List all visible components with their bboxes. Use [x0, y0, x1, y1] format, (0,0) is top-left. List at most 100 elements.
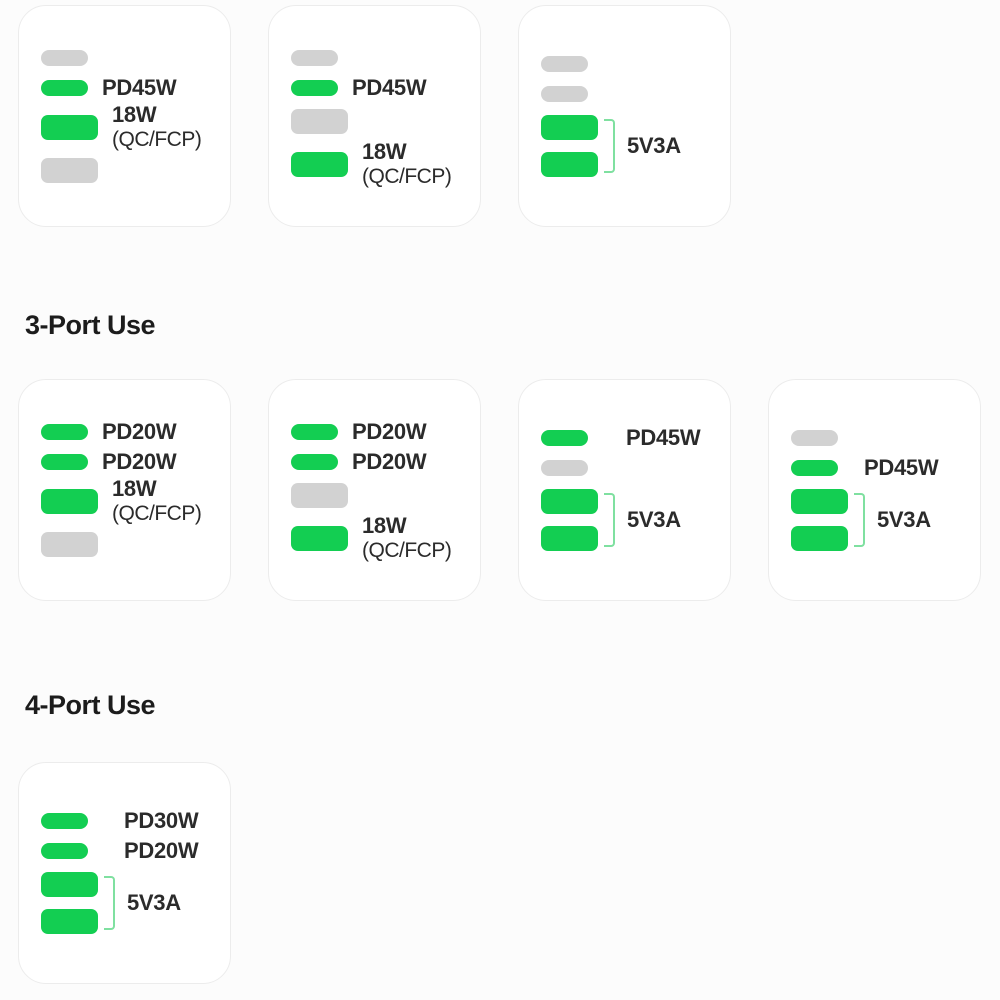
usb-a-port-icon [791, 489, 848, 514]
usb-c-port-icon [41, 80, 88, 97]
usb-a-port-icon [41, 157, 98, 183]
port-stack: PD45W 18W(QC/FCP) [41, 6, 232, 226]
usb-a-port-icon [791, 526, 848, 551]
port-label: PD45W [352, 75, 427, 101]
usb-a-port-icon [541, 115, 598, 140]
port-stack: PD20W PD20W 18W(QC/FCP) [291, 380, 482, 600]
port-label: 18W(QC/FCP) [112, 476, 202, 526]
port-group-slots [541, 483, 598, 557]
port-label: PD20W [352, 449, 427, 475]
port-stack: PD45W 5V3A [541, 380, 732, 600]
usb-c-port-icon [41, 813, 88, 829]
port-stack: PD20W PD20W 18W(QC/FCP) [41, 380, 232, 600]
port-group: 5V3A [541, 109, 732, 183]
usb-a-port-icon [41, 909, 98, 934]
port-sublabel: (QC/FCP) [112, 128, 202, 152]
port-group: 5V3A [541, 483, 732, 557]
group-bracket-icon [854, 493, 865, 547]
charger-card-3port-c: PD45W 5V3A [518, 379, 731, 601]
port-row: 18W(QC/FCP) [41, 103, 232, 151]
usb-c-port-icon [541, 86, 588, 102]
port-row: PD45W [541, 423, 732, 453]
port-group-label: 5V3A [627, 506, 681, 532]
port-row: PD30W [41, 806, 232, 836]
usb-a-port-icon [541, 489, 598, 514]
port-row [41, 152, 232, 189]
usb-c-port-icon [41, 454, 88, 471]
usb-a-port-icon [291, 483, 348, 509]
charger-card-3port-d: PD45W 5V3A [768, 379, 981, 601]
port-row: PD20W [291, 417, 482, 447]
port-label-main: 18W [362, 139, 407, 165]
port-label: PD30W [124, 807, 199, 833]
port-row [291, 477, 482, 514]
port-row [291, 43, 482, 73]
usb-c-port-icon [541, 460, 588, 476]
charger-card-3port-b: PD20W PD20W 18W(QC/FCP) [268, 379, 481, 601]
usb-a-port-icon [291, 151, 348, 177]
port-sublabel: (QC/FCP) [362, 165, 452, 189]
port-group-label: 5V3A [127, 889, 181, 915]
usb-c-port-icon [791, 430, 838, 446]
port-row: PD20W [41, 417, 232, 447]
port-stack: 5V3A [541, 6, 732, 226]
port-row [541, 49, 732, 79]
charger-card-2port-b: PD45W 18W(QC/FCP) [268, 5, 481, 227]
usb-a-port-icon [41, 872, 98, 897]
port-label: PD45W [626, 424, 701, 450]
usb-c-port-icon [41, 424, 88, 441]
port-stack: PD45W 5V3A [791, 380, 982, 600]
port-label: PD20W [102, 419, 177, 445]
port-group-slots [791, 483, 848, 557]
usb-c-port-icon [541, 430, 588, 446]
port-label: PD20W [102, 449, 177, 475]
usb-c-port-icon [41, 50, 88, 67]
port-stack: PD30W PD20W 5V3A [41, 763, 232, 983]
usb-c-port-icon [291, 424, 338, 441]
port-group-label: 5V3A [877, 506, 931, 532]
usb-a-port-icon [291, 525, 348, 551]
port-label-main: 18W [112, 476, 157, 502]
usb-a-port-icon [41, 488, 98, 514]
usb-c-port-icon [541, 56, 588, 72]
port-group-label: 5V3A [627, 132, 681, 158]
port-label: 18W(QC/FCP) [112, 102, 202, 152]
charger-card-3port-a: PD20W PD20W 18W(QC/FCP) [18, 379, 231, 601]
section-heading-4-port: 4-Port Use [25, 690, 156, 720]
usb-c-port-icon [41, 843, 88, 859]
port-label: PD45W [102, 75, 177, 101]
port-sublabel: (QC/FCP) [112, 502, 202, 526]
port-label-main: 18W [112, 102, 157, 128]
usb-a-port-icon [541, 152, 598, 177]
usb-a-port-icon [541, 526, 598, 551]
port-label: PD20W [352, 419, 427, 445]
port-row: 18W(QC/FCP) [291, 514, 482, 562]
usb-c-port-icon [291, 80, 338, 97]
port-row: PD45W [291, 73, 482, 103]
port-row [41, 43, 232, 73]
port-row: PD45W [41, 73, 232, 103]
port-group-slots [541, 109, 598, 183]
port-row [791, 423, 982, 453]
port-label-main: 18W [362, 513, 407, 539]
charger-card-2port-c: 5V3A [518, 5, 731, 227]
group-bracket-icon [104, 876, 115, 930]
port-row: PD20W [41, 836, 232, 866]
usb-a-port-icon [41, 114, 98, 140]
port-label: PD45W [864, 454, 939, 480]
port-row: PD45W [791, 453, 982, 483]
port-label: 18W(QC/FCP) [362, 513, 452, 563]
port-row [541, 453, 732, 483]
port-sublabel: (QC/FCP) [362, 539, 452, 563]
group-bracket-icon [604, 493, 615, 547]
charger-card-4port-a: PD30W PD20W 5V3A [18, 762, 231, 984]
port-row: PD20W [41, 447, 232, 477]
port-row [541, 79, 732, 109]
port-row: 18W(QC/FCP) [291, 140, 482, 188]
port-row [41, 526, 232, 563]
port-group: 5V3A [791, 483, 982, 557]
usb-a-port-icon [41, 531, 98, 557]
port-row: PD20W [291, 447, 482, 477]
port-label: PD20W [124, 837, 199, 863]
